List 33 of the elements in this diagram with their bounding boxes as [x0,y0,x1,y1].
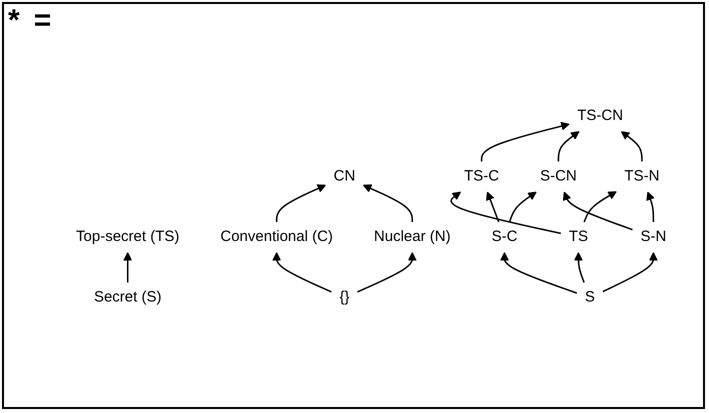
arrow [358,252,417,292]
arrow [509,191,538,222]
arrow [574,252,586,282]
arrow [584,190,618,222]
operator-symbol: = [34,4,52,38]
arrow [646,191,655,222]
operator-symbol: * [8,4,20,38]
arrow [450,191,562,234]
node-text: {} [340,288,350,305]
node-text: TS-C [464,166,500,184]
arrow [276,184,326,222]
node-text: S-CN [540,166,578,184]
node-text: S-N [640,227,667,244]
node-text: TS [569,227,588,244]
node-text: S-C [492,227,518,244]
arrow [500,252,578,294]
node-text: Top-secret (TS) [76,227,180,244]
arrow [621,130,643,161]
node-text: TS-N [624,166,660,184]
node-text: CN [334,166,356,184]
arrow [486,191,500,222]
arrow [602,252,658,292]
node-text: TS-CN [578,106,624,124]
arrow [481,121,570,161]
arrow [124,252,132,282]
arrow [558,130,580,161]
arrow [563,191,634,230]
arrow [272,252,332,292]
node-text: Nuclear (N) [374,227,451,244]
node-text: Secret (S) [94,288,162,305]
node-text: S [585,288,596,305]
arrow [363,184,414,222]
node-text: Conventional (C) [220,227,334,244]
